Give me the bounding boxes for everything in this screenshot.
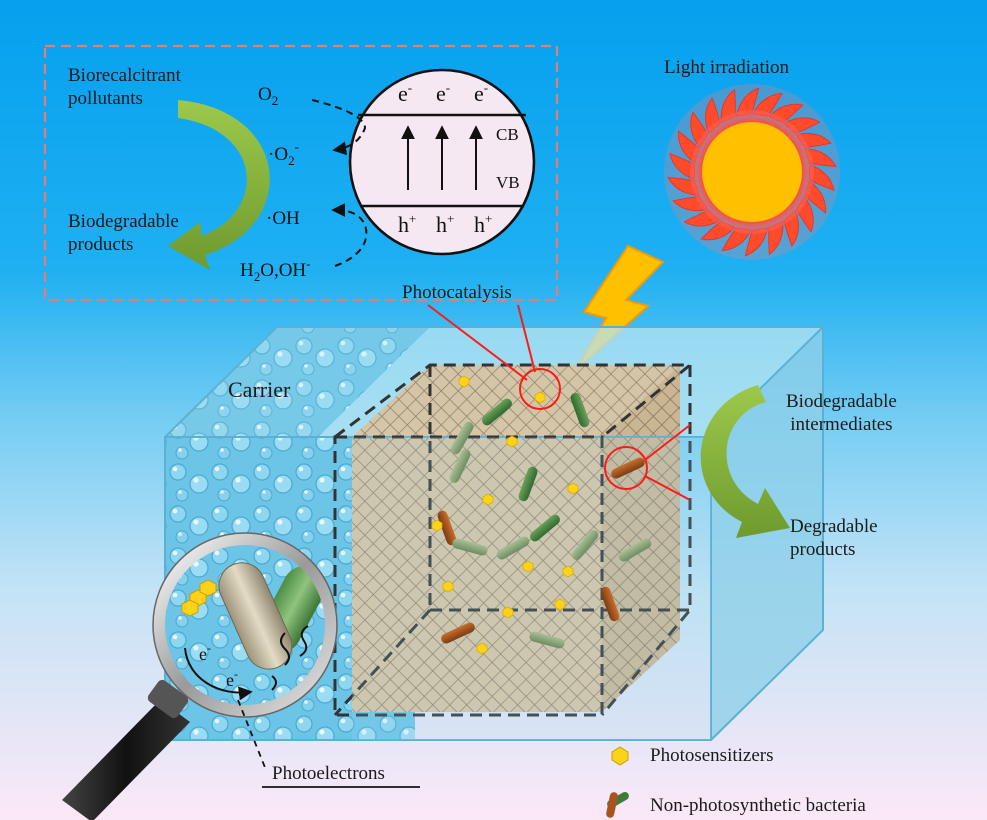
bacterium-rod [496,536,530,560]
intermediates-label: Biodegradable intermediates [786,391,897,435]
light-irradiation-label: Light irradiation [664,57,790,78]
photoelectrons-label: Photoelectrons [272,763,385,784]
photoelectrons-leader [237,699,420,788]
photosensitizer-dot [567,482,579,495]
cb-label: CB [496,125,519,144]
photosensitizer-dot [562,565,574,578]
photosensitizer-dot [502,606,514,619]
vb-holes: h+ h+ h+ [398,211,492,237]
photocatalysis-callout [427,304,561,410]
biodegradable-products-label: Biodegradable products [68,211,179,255]
vb-label: VB [496,173,520,192]
photocatalysis-caption: Photocatalysis [402,282,512,303]
bacterium-rod [449,449,471,483]
intermediates-callout [604,424,691,501]
svg-text:e-: e- [474,80,488,106]
bacterium-rod [518,466,538,502]
photosensitizer-dot [506,435,518,448]
photocatalysis-box [43,44,559,302]
svg-text:h+: h+ [398,211,416,237]
cb-electrons: e- e- e- [398,80,488,106]
chemistry-labels: O2 ·O2- ·OH H2O,OH- e- e- e- h+ h+ h+ CB… [199,80,520,690]
photosensitizer-dot [442,580,454,593]
photosensitizer-icon [611,746,629,766]
zoom-electron-label-2: e- [226,667,238,690]
bacterium-rod [611,457,645,479]
pollutant-conversion-arrow [168,100,270,270]
o2-reduction-arrow [311,99,367,156]
bacterium-rod [618,538,652,562]
photosensitizer-dot [482,493,494,506]
legend-bacteria-label: Non-photosynthetic bacteria [650,795,866,816]
photosensitizer-dot [458,375,470,388]
photosensitizer-dot [534,391,546,404]
legend-photosensitizers-label: Photosensitizers [650,745,774,766]
o2-label: O2 [258,84,278,108]
svg-text:h+: h+ [436,211,454,237]
photosensitizer-dot [554,598,566,611]
bacterium-rod [482,398,512,426]
svg-text:h+: h+ [474,211,492,237]
bacterium-rod [529,631,565,649]
photosensitizer-dot [431,519,443,532]
zoom-photosensitizer-icon [181,579,217,617]
bacterium-rod [441,622,475,644]
bacterium-rod [437,510,457,546]
semiconductor-particle [348,68,536,256]
carrier-label: Carrier [228,377,291,402]
degradable-products-label: Degradable products [790,516,878,560]
bacterium-rod [530,514,560,542]
bacterium-rod [452,538,488,556]
sun-icon [664,84,840,260]
photosensitizer-dot [522,560,534,573]
zoom-electron-label-1: e- [199,641,211,664]
bacterium-rod [571,530,599,560]
superoxide-label: ·O2- [268,139,299,168]
svg-text:e-: e- [398,80,412,106]
magnifying-glass-icon [62,532,338,820]
hydroxyl-label: ·OH [266,208,300,229]
bacteria-icon [606,792,629,818]
pollutants-label: Biorecalcitrant pollutants [68,65,181,109]
bacteria-population [431,375,652,655]
bacterium-rod [570,392,590,428]
photosensitizer-dot [476,642,488,655]
water-hydroxide-label: H2O,OH- [240,256,311,284]
svg-text:e-: e- [436,80,450,106]
bacterium-rod [600,586,620,622]
degradation-arrow [700,385,790,538]
bacterium-rod [450,421,474,455]
